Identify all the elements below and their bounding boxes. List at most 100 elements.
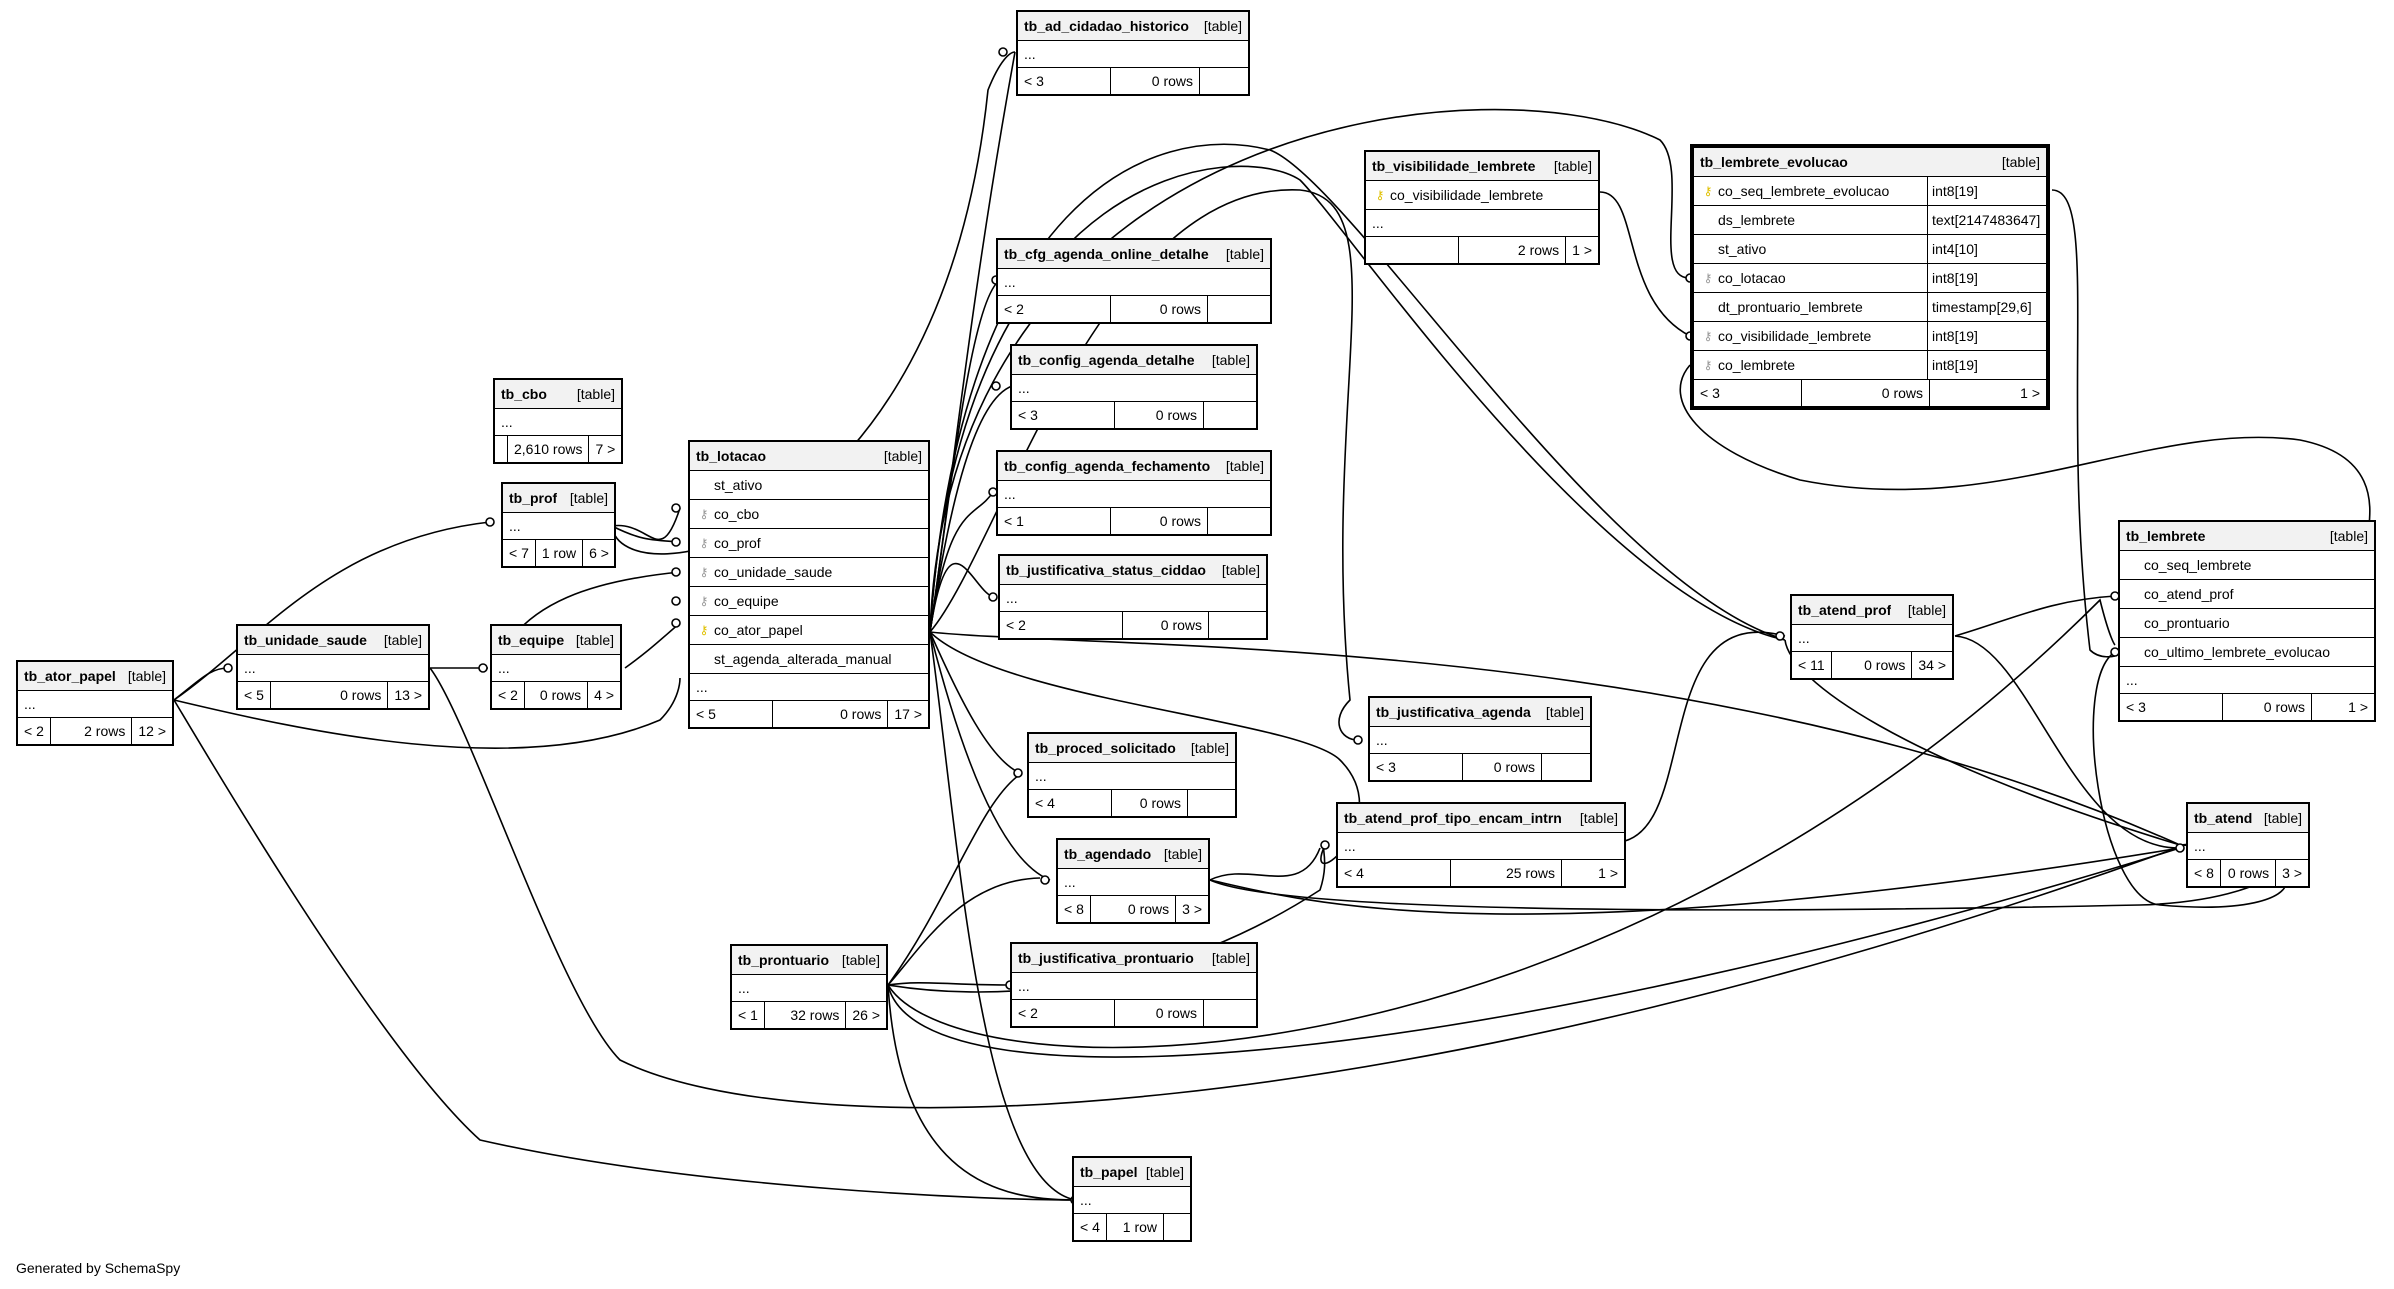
children-link[interactable] — [1542, 754, 1590, 780]
parents-link[interactable]: < 3 — [1012, 402, 1115, 428]
parents-link[interactable]: < 2 — [1012, 1000, 1115, 1026]
column-name: co_visibilidade_lembrete — [1390, 187, 1544, 203]
parents-link[interactable]: < 5 — [690, 701, 773, 727]
children-link[interactable]: 26 > — [852, 1007, 880, 1023]
column-name: st_ativo — [714, 477, 763, 493]
children-link[interactable]: 3 > — [1182, 901, 1202, 917]
children-link[interactable]: 12 > — [138, 723, 166, 739]
children-link[interactable]: 34 > — [1918, 657, 1946, 673]
ellipsis-row: ... — [1018, 41, 1248, 68]
table-name: tb_justificativa_agenda — [1376, 704, 1531, 720]
table-tb-lotacao[interactable]: tb_lotacao[table] st_ativo ⚷co_cbo ⚷co_p… — [688, 440, 930, 729]
parents-link[interactable]: < 4 — [1338, 860, 1451, 886]
table-tb-config-agenda-fechamento[interactable]: tb_config_agenda_fechamento[table] ... <… — [996, 450, 1272, 536]
children-link[interactable]: 6 > — [589, 545, 609, 561]
table-tb-visibilidade-lembrete[interactable]: tb_visibilidade_lembrete[table] ⚷co_visi… — [1364, 150, 1600, 265]
children-link[interactable] — [1209, 612, 1266, 638]
parents-link[interactable]: < 1 — [998, 508, 1111, 534]
column-row[interactable]: st_agenda_alterada_manual — [690, 645, 928, 674]
column-row[interactable]: co_prontuario — [2120, 609, 2374, 638]
parents-link[interactable]: < 2 — [18, 718, 51, 744]
table-tb-cfg-agenda-online-detalhe[interactable]: tb_cfg_agenda_online_detalhe[table] ... … — [996, 238, 1272, 324]
column-name: co_seq_lembrete_evolucao — [1718, 183, 1890, 199]
column-row[interactable]: co_seq_lembrete — [2120, 551, 2374, 580]
parents-link[interactable]: < 2 — [998, 296, 1111, 322]
children-link[interactable]: 1 > — [2348, 699, 2368, 715]
parents-link[interactable] — [1366, 237, 1459, 263]
children-link[interactable]: 17 > — [894, 706, 922, 722]
column-row[interactable]: ⚷co_visibilidade_lembrete — [1366, 181, 1598, 210]
column-row[interactable]: co_ultimo_lembrete_evolucao — [2120, 638, 2374, 667]
children-link[interactable]: 7 > — [595, 441, 616, 457]
column-row[interactable]: ⚷co_unidade_saude — [690, 558, 928, 587]
table-tb-justificativa-status-ciddao[interactable]: tb_justificativa_status_ciddao[table] ..… — [998, 554, 1268, 640]
column-row[interactable]: st_ativo — [690, 471, 928, 500]
column-row[interactable]: co_atend_prof — [2120, 580, 2374, 609]
children-link[interactable]: 1 > — [1598, 865, 1618, 881]
children-link[interactable] — [1204, 1000, 1256, 1026]
children-link[interactable]: 4 > — [594, 687, 614, 703]
children-link[interactable]: 3 > — [2282, 865, 2302, 881]
table-tb-justificativa-prontuario[interactable]: tb_justificativa_prontuario[table] ... <… — [1010, 942, 1258, 1028]
parents-link[interactable]: < 1 — [732, 1002, 765, 1028]
parents-link[interactable]: < 7 — [503, 540, 536, 566]
parents-link[interactable]: < 2 — [1000, 612, 1123, 638]
column-row[interactable]: ⚷co_equipe — [690, 587, 928, 616]
table-tb-atend-prof-tipo-encam-intrn[interactable]: tb_atend_prof_tipo_encam_intrn[table] ..… — [1336, 802, 1626, 888]
parents-link[interactable]: < 3 — [1018, 68, 1111, 94]
table-name: tb_lotacao — [696, 448, 767, 464]
table-tb-lembrete[interactable]: tb_lembrete[table] co_seq_lembrete co_at… — [2118, 520, 2376, 722]
schemaspy-credit[interactable]: Generated by SchemaSpy — [16, 1260, 181, 1276]
parents-link[interactable] — [495, 436, 508, 462]
parents-link[interactable]: < 5 — [238, 682, 271, 708]
children-link[interactable] — [1164, 1214, 1190, 1240]
row-count: 0 rows — [1802, 380, 1930, 406]
children-link[interactable] — [1200, 68, 1248, 94]
parents-link[interactable]: < 4 — [1029, 790, 1112, 816]
children-link[interactable] — [1208, 296, 1270, 322]
children-link[interactable]: 1 > — [1572, 242, 1592, 258]
parents-link[interactable]: < 8 — [1058, 896, 1091, 922]
children-link[interactable] — [1188, 790, 1235, 816]
parents-link[interactable]: < 11 — [1792, 652, 1832, 678]
table-tb-lembrete-evolucao[interactable]: tb_lembrete_evolucao[table] ⚷co_seq_lemb… — [1690, 144, 2050, 410]
children-link[interactable] — [1204, 402, 1256, 428]
parents-link[interactable]: < 3 — [1370, 754, 1463, 780]
parents-link[interactable]: < 3 — [1694, 380, 1802, 406]
children-link[interactable]: 13 > — [394, 687, 422, 703]
parents-link[interactable]: < 4 — [1074, 1214, 1107, 1240]
table-type: [table] — [569, 490, 608, 506]
parents-link[interactable]: < 2 — [492, 682, 525, 708]
column-name: co_lembrete — [1718, 357, 1796, 373]
column-type: int8[19] — [1927, 351, 2046, 379]
parents-link[interactable]: < 8 — [2188, 860, 2221, 886]
column-row[interactable]: ⚷co_cbo — [690, 500, 928, 529]
children-link[interactable] — [1208, 508, 1270, 534]
parents-link[interactable]: < 3 — [2120, 694, 2223, 720]
table-type: [table] — [1553, 158, 1592, 174]
column-row[interactable]: ⚷co_prof — [690, 529, 928, 558]
column-row[interactable]: ⚷co_ator_papel — [690, 616, 928, 645]
children-link[interactable]: 1 > — [2020, 385, 2040, 401]
